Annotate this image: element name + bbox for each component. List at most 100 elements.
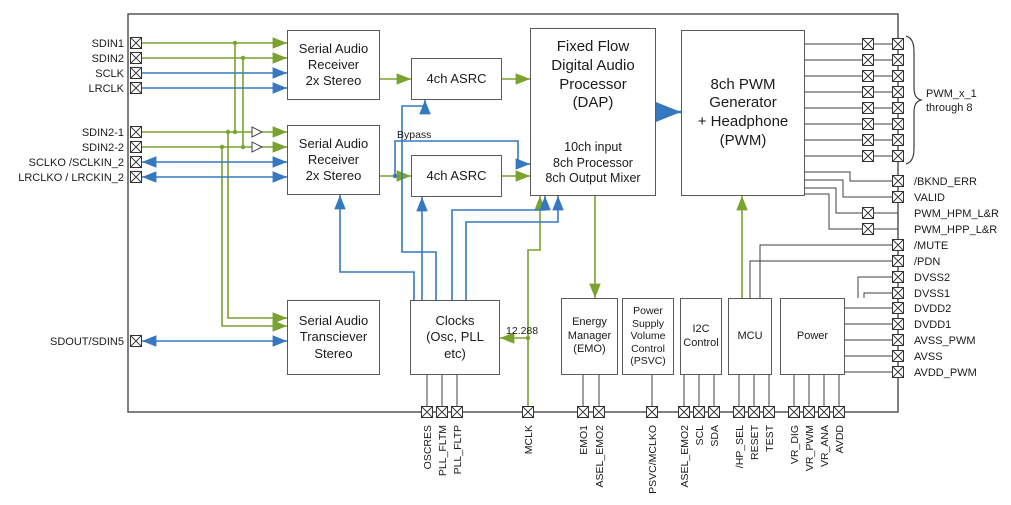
power-supply-wires [845,276,892,373]
label-pwm-bus-2: through 8 [926,102,972,114]
block-asrc-2: 4ch ASRC [411,155,502,197]
pin-pad-asel-emo2 [593,406,605,418]
label-pll-fltp: PLL_FLTP [452,425,464,474]
pin-pad-test [763,406,775,418]
pin-pad-sclko [130,156,142,168]
pin-pad-pdn [892,255,904,267]
junction-dot [525,335,531,341]
pin-pad-pwm-out [892,102,904,114]
wire-clk-to-rx2 [334,195,415,300]
label-asel-emo2-b: ASEL_EMO2 [679,425,691,488]
label-sdout: SDOUT/SDIN5 [50,336,124,348]
pin-pad-oscres [421,406,433,418]
label-sclk: SCLK [95,68,124,80]
pin-pad-pwm-out [892,150,904,162]
pin-pad-pwm-hpm [862,207,874,219]
pin-pad-bknd-err [892,175,904,187]
label-bknd-err: /BKND_ERR [914,176,977,188]
pin-pad-reset [748,406,760,418]
pin-pad-avss [892,350,904,362]
pin-pad-pwm-out [892,134,904,146]
pin-pad-dvss2 [892,271,904,283]
label-dvss2: DVSS2 [914,272,950,284]
label-pwm-bus-1: PWM_x_1 [926,88,977,100]
pin-pad-sdin2-2 [130,141,142,153]
pin-labels-left: SDIN1 SDIN2 SCLK LRCLK SDIN2-1 SDIN2-2 S… [18,38,124,348]
label-psvc-mclko: PSVC/MCLKO [647,425,659,494]
pin-pad-sdin1 [130,37,142,49]
label-dvdd1: DVDD1 [914,319,951,331]
pin-pad-mute [892,239,904,251]
wire-bypass [394,140,530,176]
buffer-triangle-icon [251,141,264,153]
mute-pdn-wires [749,244,898,298]
pwm-status-wires [805,171,898,230]
pin-pad-sdout [130,335,142,347]
pin-pad-scl [693,406,705,418]
annotation-bypass: Bypass [397,129,431,141]
pin-pad-dvss1 [892,287,904,299]
pin-pad-sclk [130,67,142,79]
pin-pad-pwm-out [892,70,904,82]
pin-pad-pwm-out [892,86,904,98]
label-vr-dig: VR_DIG [789,425,801,464]
label-lrclko: LRCLKO / LRCKIN_2 [18,172,124,184]
label-lrclk: LRCLK [89,83,125,95]
label-oscres: OSCRES [422,425,434,469]
wire-transceiver-in-2 [221,147,287,332]
block-psvc: Power Supply Volume Control (PSVC) [622,298,674,375]
label-vr-ana: VR_ANA [819,425,831,467]
junction-dot [240,55,246,61]
pin-pad-avss-pwm [892,334,904,346]
label-reset: RESET [749,424,761,460]
label-avss: AVSS [914,351,943,363]
bottom-pin-stubs [426,375,840,407]
label-sdin2-2: SDIN2-2 [82,142,124,154]
pin-pad-pwm-out [862,54,874,66]
pin-pad-pwm-out [862,102,874,114]
pin-pad-lrclko [130,171,142,183]
junction-dot [232,129,238,135]
junction-dot [225,129,231,135]
block-i2c-control: I2C Control [680,298,722,375]
label-scl: SCL [694,425,706,446]
audio-signal-wires [142,37,748,406]
pin-pad-pll-fltp [451,406,463,418]
pwm-output-wires [805,43,904,157]
label-avdd: AVDD [834,425,846,454]
label-vr-pwm: VR_PWM [804,425,816,471]
junction-dot [240,144,246,150]
label-dvdd2: DVDD2 [914,303,951,315]
pin-pad-hp-sel [733,406,745,418]
wire-clk-to-dap-1 [451,196,551,300]
pin-pad-dvdd2 [892,302,904,314]
pin-pad-pwm-out [862,118,874,130]
pin-pad-pll-fltm [436,406,448,418]
dap-detail: 10ch input 8ch Processor 8ch Output Mixe… [545,140,641,186]
buffer-triangle-icon [251,126,264,138]
junction-dot [219,144,225,150]
wire-clk-to-dap-2 [465,196,564,300]
pin-labels-right: PWM_x_1 through 8 /BKND_ERR VALID PWM_HP… [914,88,999,379]
pin-pad-pwm-out [862,134,874,146]
label-sdin2: SDIN2 [92,53,124,65]
pin-pad-pwm-hpp [862,223,874,235]
wire-transceiver-in-1 [227,132,287,324]
clock-signal-wires [142,67,681,347]
label-sdin1: SDIN1 [92,38,124,50]
dap-title: Fixed Flow Digital Audio Processor (DAP) [551,38,635,112]
wire-mclk-to-dap [527,196,546,338]
block-clocks: Clocks (Osc, PLL etc) [410,300,500,375]
pin-pad-vr-dig [788,406,800,418]
block-serial-audio-transceiver: Serial Audio Transciever Stereo [287,300,380,375]
pin-pad-pwm-out [862,38,874,50]
junction-dot [232,40,238,46]
pin-pad-avdd [833,406,845,418]
pin-pad-emo1 [577,406,589,418]
label-pwm-hpp: PWM_HPP_L&R [914,224,997,236]
pin-pad-avdd-pwm [892,366,904,378]
label-pll-fltm: PLL_FLTM [437,425,449,476]
block-energy-manager: Energy Manager (EMO) [561,298,618,375]
pin-pad-vr-pwm [803,406,815,418]
